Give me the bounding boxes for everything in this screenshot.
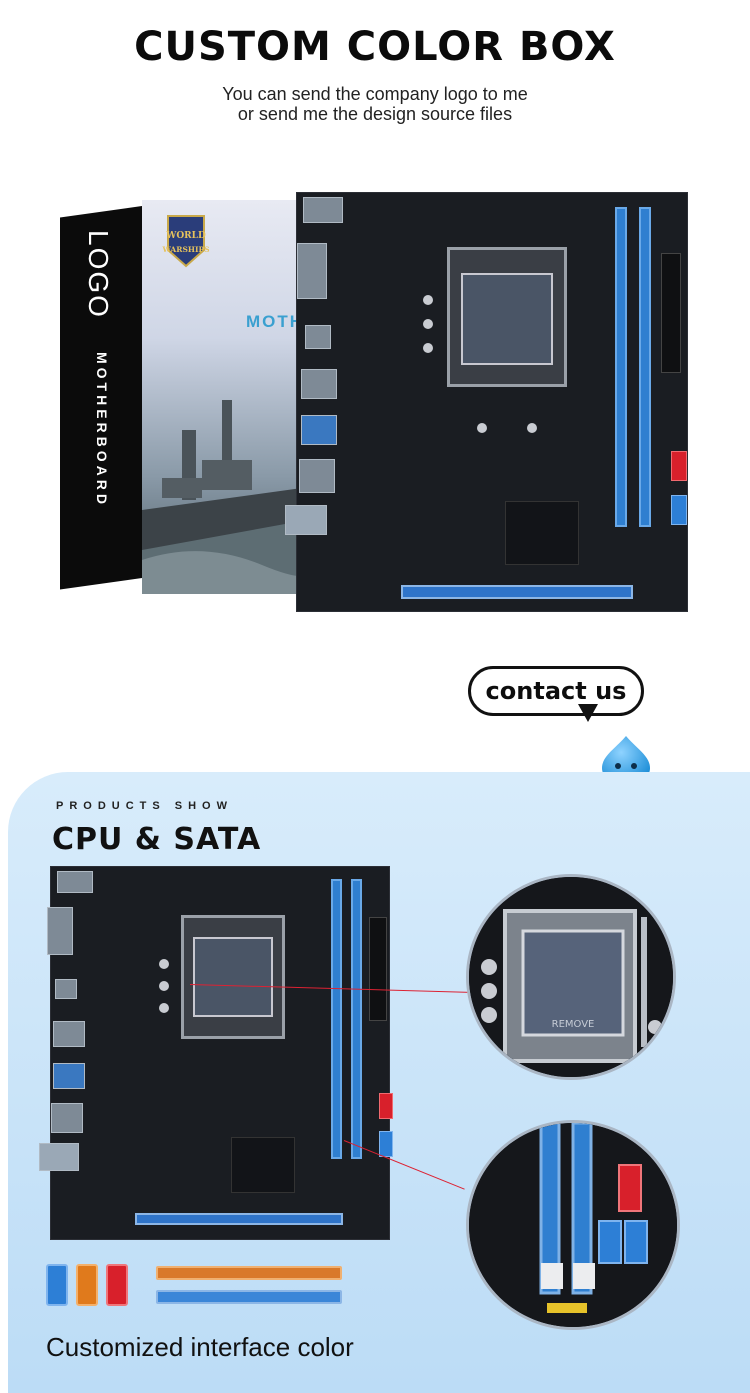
vga-port — [297, 243, 327, 299]
capacitor — [527, 423, 537, 433]
box-logo-text: LOGO — [83, 230, 114, 319]
capacitor — [423, 295, 433, 305]
capacitor — [477, 423, 487, 433]
dimm-slot — [351, 879, 362, 1159]
contact-us-label: contact us — [485, 677, 627, 705]
sata-port-blue — [379, 1131, 393, 1157]
box-motherboard-text: MOTHERBOARD — [94, 352, 110, 508]
atx-power-connector — [369, 917, 387, 1021]
atx-power-connector — [661, 253, 681, 373]
usb-port — [301, 369, 337, 399]
subtitle-line-2: or send me the design source files — [237, 104, 513, 124]
contact-us-button[interactable]: contact us — [468, 666, 644, 716]
vga-port — [47, 907, 73, 955]
cpu-socket-cover — [461, 273, 553, 365]
pcie-swatch-blue — [156, 1290, 342, 1304]
sata-port-red — [379, 1093, 393, 1119]
sata-detail — [469, 1123, 677, 1327]
capacitor — [423, 343, 433, 353]
sata-port-red — [671, 451, 687, 481]
sata-ports-zoom — [466, 1120, 680, 1330]
box-moth-text: MOTH — [246, 312, 305, 331]
pcie-swatch-orange — [156, 1266, 342, 1280]
pcie-slot — [401, 585, 633, 599]
page-subtitle: You can send the company logo to me or s… — [0, 84, 750, 124]
socket-remove-text: REMOVE — [552, 1019, 595, 1030]
hdmi-port — [55, 979, 77, 999]
audio-port — [285, 505, 327, 535]
cpu-socket-zoom: REMOVE — [466, 874, 676, 1080]
capacitor — [159, 1003, 169, 1013]
usb-port — [57, 871, 93, 893]
hdmi-port — [305, 325, 331, 349]
game-brand-logo: WORLD WARSHIPS — [161, 215, 210, 268]
sata-swatch-red — [106, 1264, 128, 1306]
cpu-socket-cover — [193, 937, 273, 1017]
usb3-port — [53, 1063, 85, 1089]
audio-port — [39, 1143, 79, 1171]
box-side-artwork: WORLD WARSHIPS MOTH — [142, 200, 312, 594]
motherboard-bottom — [39, 866, 393, 1240]
sata-swatch-blue — [46, 1264, 68, 1306]
speech-tail — [578, 704, 598, 722]
custom-interface-caption: Customized interface color — [46, 1332, 354, 1362]
chipset-heatsink — [231, 1137, 295, 1193]
warship-illustration — [142, 400, 312, 594]
brand-line-2: WARSHIPS — [161, 245, 209, 254]
dimm-slot — [331, 879, 342, 1159]
capacitor — [159, 981, 169, 991]
dimm-slot — [639, 207, 651, 527]
chipset-heatsink — [505, 501, 579, 565]
section-heading: CPU & SATA — [52, 822, 262, 857]
subtitle-line-1: You can send the company logo to me — [222, 84, 528, 104]
ethernet-port — [51, 1103, 83, 1133]
sata-swatch-orange — [76, 1264, 98, 1306]
motherboard-top — [285, 192, 688, 612]
usb-port — [53, 1021, 85, 1047]
dimm-slot — [615, 207, 627, 527]
sata-port-blue — [671, 495, 687, 525]
ethernet-port — [299, 459, 335, 493]
page-title: CUSTOM COLOR BOX — [134, 24, 616, 70]
usb3-port — [301, 415, 337, 445]
brand-line-1: WORLD — [165, 231, 206, 241]
cpu-socket-detail: REMOVE — [469, 877, 673, 1077]
section-label: PRODUCTS SHOW — [56, 800, 233, 812]
capacitor — [423, 319, 433, 329]
pcie-slot — [135, 1213, 343, 1225]
capacitor — [159, 959, 169, 969]
usb-port — [303, 197, 343, 223]
